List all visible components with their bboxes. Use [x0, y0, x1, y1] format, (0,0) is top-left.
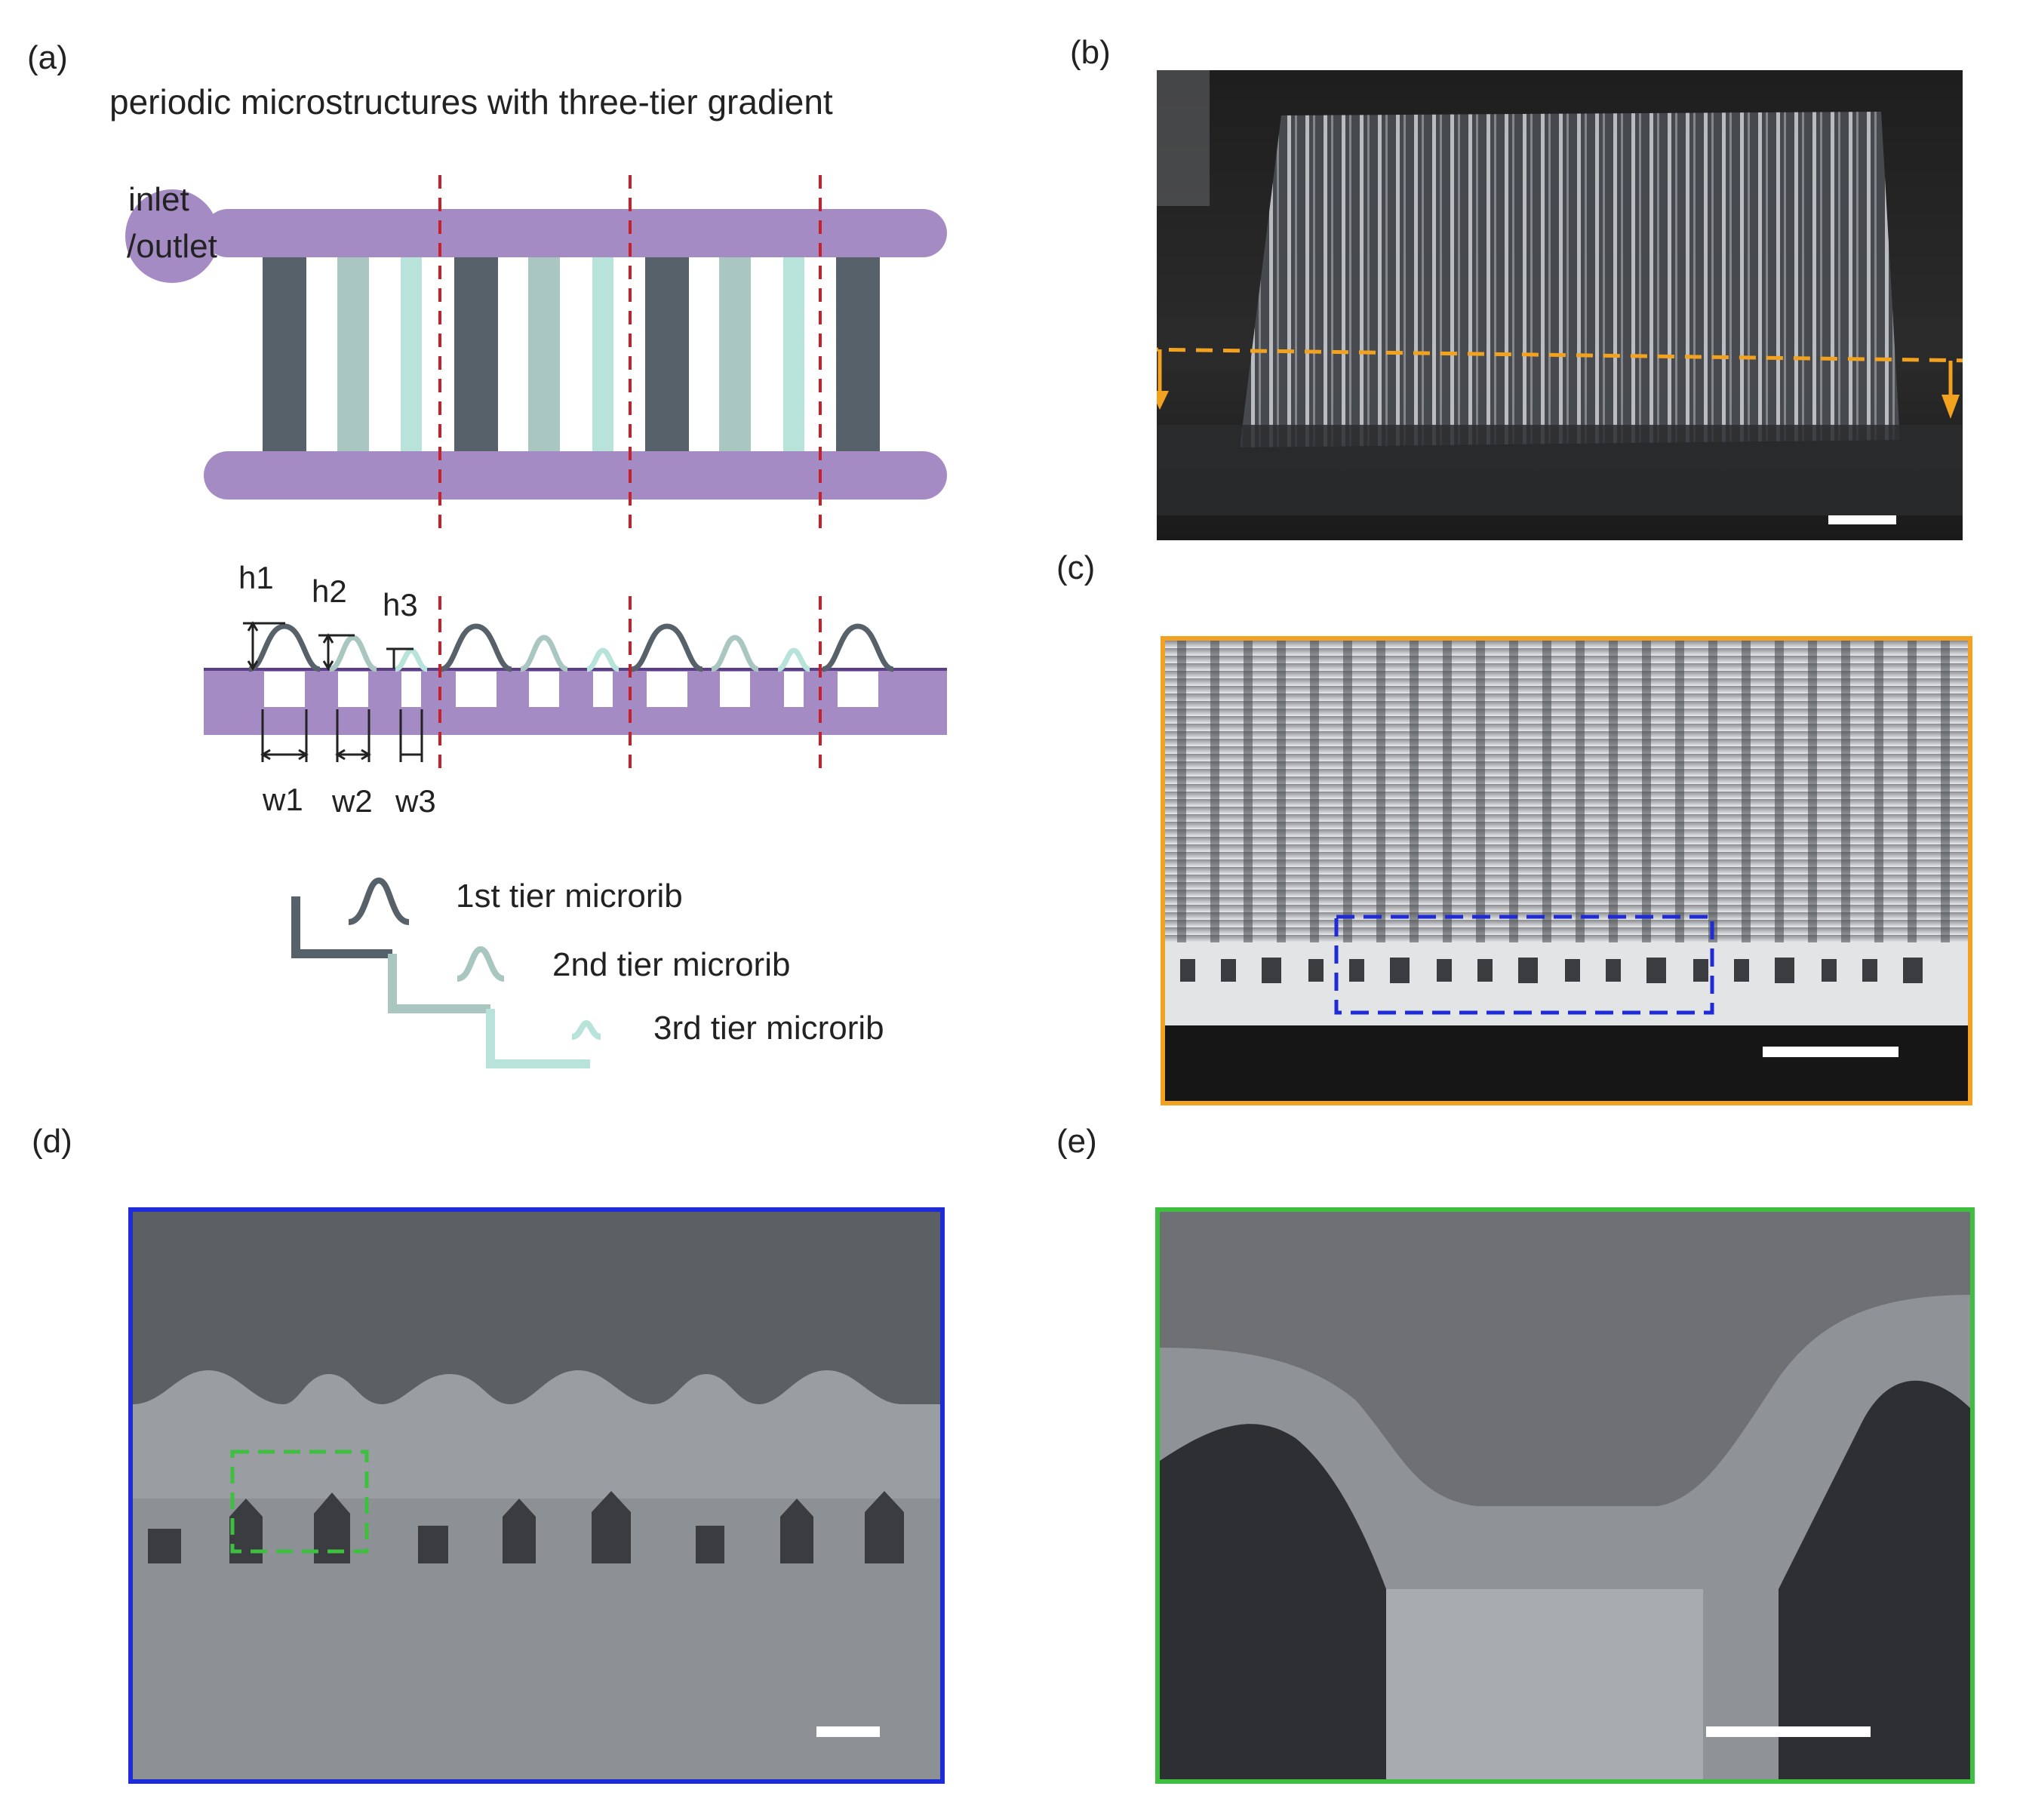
dimension-marks	[243, 621, 423, 762]
panel-d-sem	[128, 1207, 945, 1784]
panel-label-d: (d)	[32, 1123, 72, 1160]
rib-bars	[263, 257, 880, 451]
panel-e-sem	[1155, 1207, 1975, 1784]
panel-label-c: (c)	[1056, 549, 1096, 586]
label-w2: w2	[332, 783, 373, 819]
outlet-label: /outlet	[127, 228, 217, 265]
cut-lines	[438, 175, 822, 773]
inlet-label: inlet	[128, 181, 189, 218]
scale-bar-c	[1763, 1047, 1898, 1057]
panel-label-e: (e)	[1056, 1123, 1097, 1160]
scale-bar-d	[816, 1726, 880, 1737]
panel-c-photo	[1161, 636, 1972, 1105]
label-w1: w1	[263, 782, 303, 817]
legend-staircase	[291, 877, 601, 1068]
cross-section	[204, 623, 947, 735]
top-channel	[204, 209, 947, 257]
panel-label-a: (a)	[27, 39, 68, 76]
scale-bar-b	[1828, 515, 1896, 524]
label-h1: h1	[238, 560, 274, 595]
legend-tier1: 1st tier microrib	[456, 878, 683, 915]
panel-a-title: periodic microstructures with three-tier…	[109, 82, 833, 121]
label-h3: h3	[383, 587, 418, 623]
panel-b-channels	[1157, 70, 1963, 515]
label-h2: h2	[312, 573, 347, 609]
panel-label-b: (b)	[1070, 34, 1111, 71]
panel-b-photo	[1157, 70, 1963, 540]
panel-a-schematic	[125, 175, 947, 1068]
legend-tier2: 2nd tier microrib	[552, 946, 791, 983]
panel-e-structure	[1160, 1212, 1970, 1779]
panel-c-crosssection	[1165, 641, 1968, 1101]
bottom-channel	[204, 451, 947, 500]
legend-tier3: 3rd tier microrib	[653, 1010, 884, 1047]
panel-d-structure	[133, 1212, 940, 1779]
scale-bar-e	[1706, 1726, 1871, 1737]
label-w3: w3	[395, 783, 436, 819]
inlet-circle	[125, 189, 219, 283]
